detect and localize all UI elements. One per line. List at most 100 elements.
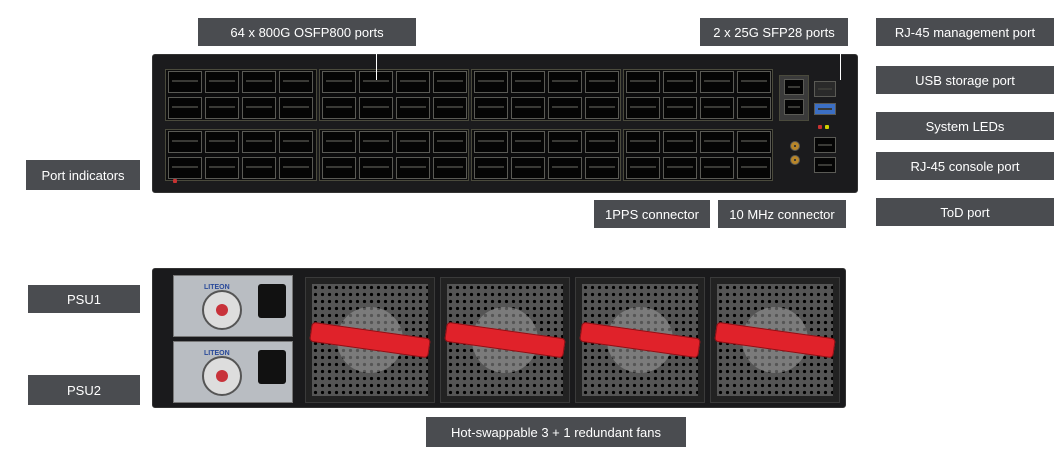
label-console-port: RJ-45 console port: [876, 152, 1054, 180]
osfp-port[interactable]: [359, 97, 393, 119]
osfp-port[interactable]: [433, 157, 467, 179]
label-usb-port: USB storage port: [876, 66, 1054, 94]
osfp-port[interactable]: [279, 157, 313, 179]
label-mhz-connector: 10 MHz connector: [718, 200, 846, 228]
osfp-port[interactable]: [359, 157, 393, 179]
osfp-port[interactable]: [279, 97, 313, 119]
osfp-port[interactable]: [242, 97, 276, 119]
osfp-port[interactable]: [205, 97, 239, 119]
osfp-port[interactable]: [322, 157, 356, 179]
osfp-port[interactable]: [433, 71, 467, 93]
system-led-2: [825, 125, 829, 129]
system-led-1: [818, 125, 822, 129]
osfp-port[interactable]: [474, 97, 508, 119]
osfp-port[interactable]: [279, 71, 313, 93]
1pps-connector[interactable]: [790, 141, 800, 151]
label-osfp-ports: 64 x 800G OSFP800 ports: [198, 18, 416, 46]
osfp-port[interactable]: [626, 71, 660, 93]
osfp-port[interactable]: [474, 71, 508, 93]
osfp-port[interactable]: [396, 131, 430, 153]
osfp-port[interactable]: [626, 97, 660, 119]
osfp-port[interactable]: [663, 97, 697, 119]
psu1-brand: LITEON: [204, 284, 230, 291]
10mhz-connector[interactable]: [790, 155, 800, 165]
osfp-port[interactable]: [548, 157, 582, 179]
fan-module-3[interactable]: [575, 277, 705, 403]
osfp-port[interactable]: [585, 157, 619, 179]
fan-module-4[interactable]: [710, 277, 840, 403]
psu1[interactable]: LITEON: [173, 275, 293, 337]
osfp-port[interactable]: [737, 131, 771, 153]
osfp-port[interactable]: [168, 71, 202, 93]
port-indicator-led: [173, 179, 177, 183]
sfp28-port-1[interactable]: [784, 79, 804, 95]
osfp-port[interactable]: [359, 71, 393, 93]
osfp-port[interactable]: [511, 131, 545, 153]
label-system-leds: System LEDs: [876, 112, 1054, 140]
osfp-port[interactable]: [663, 131, 697, 153]
osfp-port[interactable]: [474, 131, 508, 153]
osfp-port[interactable]: [396, 97, 430, 119]
label-tod-port: ToD port: [876, 198, 1054, 226]
label-pps-connector: 1PPS connector: [594, 200, 710, 228]
osfp-port[interactable]: [168, 97, 202, 119]
osfp-port[interactable]: [205, 157, 239, 179]
label-fans: Hot-swappable 3 + 1 redundant fans: [426, 417, 686, 447]
rj45-management-port[interactable]: [814, 81, 836, 97]
osfp-port[interactable]: [548, 97, 582, 119]
osfp-port[interactable]: [396, 71, 430, 93]
fan-module-2[interactable]: [440, 277, 570, 403]
rj45-console-port[interactable]: [814, 137, 836, 153]
psu2-brand: LITEON: [204, 350, 230, 357]
osfp-port[interactable]: [322, 131, 356, 153]
osfp-port[interactable]: [548, 131, 582, 153]
osfp-port[interactable]: [511, 157, 545, 179]
osfp-port[interactable]: [585, 71, 619, 93]
osfp-port[interactable]: [474, 157, 508, 179]
osfp-port[interactable]: [626, 131, 660, 153]
psu2[interactable]: LITEON: [173, 341, 293, 403]
osfp-port[interactable]: [168, 131, 202, 153]
osfp-port[interactable]: [700, 71, 734, 93]
osfp-port[interactable]: [626, 157, 660, 179]
tod-port[interactable]: [814, 157, 836, 173]
osfp-port[interactable]: [242, 131, 276, 153]
osfp-port[interactable]: [279, 131, 313, 153]
psu2-power-socket[interactable]: [258, 350, 286, 384]
psu2-fan-icon: [202, 356, 242, 396]
rear-panel: LITEON LITEON: [152, 268, 846, 408]
osfp-port[interactable]: [663, 157, 697, 179]
osfp-port[interactable]: [737, 97, 771, 119]
osfp-port[interactable]: [322, 97, 356, 119]
osfp-port[interactable]: [433, 131, 467, 153]
osfp-port[interactable]: [548, 71, 582, 93]
osfp-port[interactable]: [205, 71, 239, 93]
osfp-port[interactable]: [700, 157, 734, 179]
front-panel: [152, 54, 858, 193]
osfp-port[interactable]: [585, 131, 619, 153]
label-psu2: PSU2: [28, 375, 140, 405]
osfp-port[interactable]: [322, 71, 356, 93]
osfp-port[interactable]: [700, 97, 734, 119]
osfp-port[interactable]: [663, 71, 697, 93]
osfp-port[interactable]: [242, 157, 276, 179]
label-port-indicators: Port indicators: [26, 160, 140, 190]
label-psu1: PSU1: [28, 285, 140, 313]
osfp-port[interactable]: [737, 71, 771, 93]
osfp-port[interactable]: [737, 157, 771, 179]
osfp-port[interactable]: [168, 157, 202, 179]
label-sfp-ports: 2 x 25G SFP28 ports: [700, 18, 848, 46]
sfp28-port-2[interactable]: [784, 99, 804, 115]
osfp-port[interactable]: [585, 97, 619, 119]
osfp-port[interactable]: [511, 97, 545, 119]
osfp-port[interactable]: [700, 131, 734, 153]
osfp-port[interactable]: [205, 131, 239, 153]
osfp-port[interactable]: [242, 71, 276, 93]
osfp-port[interactable]: [396, 157, 430, 179]
fan-module-1[interactable]: [305, 277, 435, 403]
psu1-power-socket[interactable]: [258, 284, 286, 318]
usb-storage-port[interactable]: [814, 103, 836, 115]
osfp-port[interactable]: [359, 131, 393, 153]
osfp-port[interactable]: [511, 71, 545, 93]
osfp-port[interactable]: [433, 97, 467, 119]
